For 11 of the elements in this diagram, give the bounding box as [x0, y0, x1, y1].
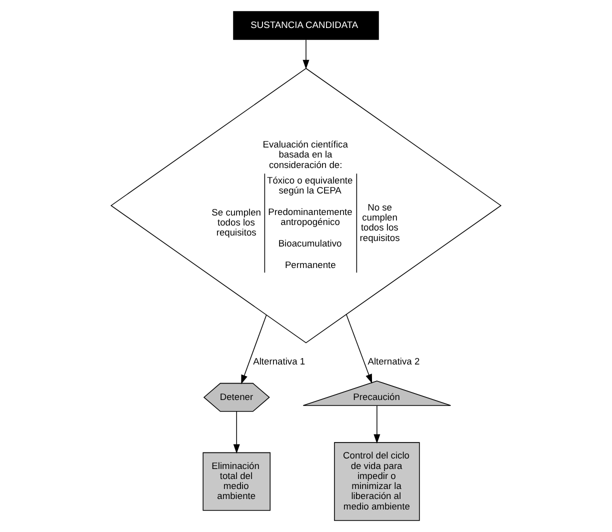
arrow — [241, 314, 267, 384]
node-diamond: Evaluación científica basada en la consideración de: Se cumplen todos los requisitos Tóxico o equivalente según la CEPA Predominantemente antropogénico Bioacumulativo Permanente No se cumplen todos los requisitos — [110, 68, 502, 344]
edge-label: Alternativa 1 — [253, 356, 306, 366]
node-box: Control del ciclo de vida para impedir o minimizar la liberación al medio ambiente — [334, 442, 420, 521]
arrow — [302, 39, 310, 70]
arrow — [346, 314, 372, 384]
arrow — [374, 405, 380, 444]
arrow — [233, 411, 240, 454]
node-box: Eliminación total del medio ambiente — [202, 452, 271, 511]
edge-label: Alternativa 2 — [368, 356, 420, 366]
node-box: SUSTANCIA CANDIDATA — [233, 11, 379, 40]
